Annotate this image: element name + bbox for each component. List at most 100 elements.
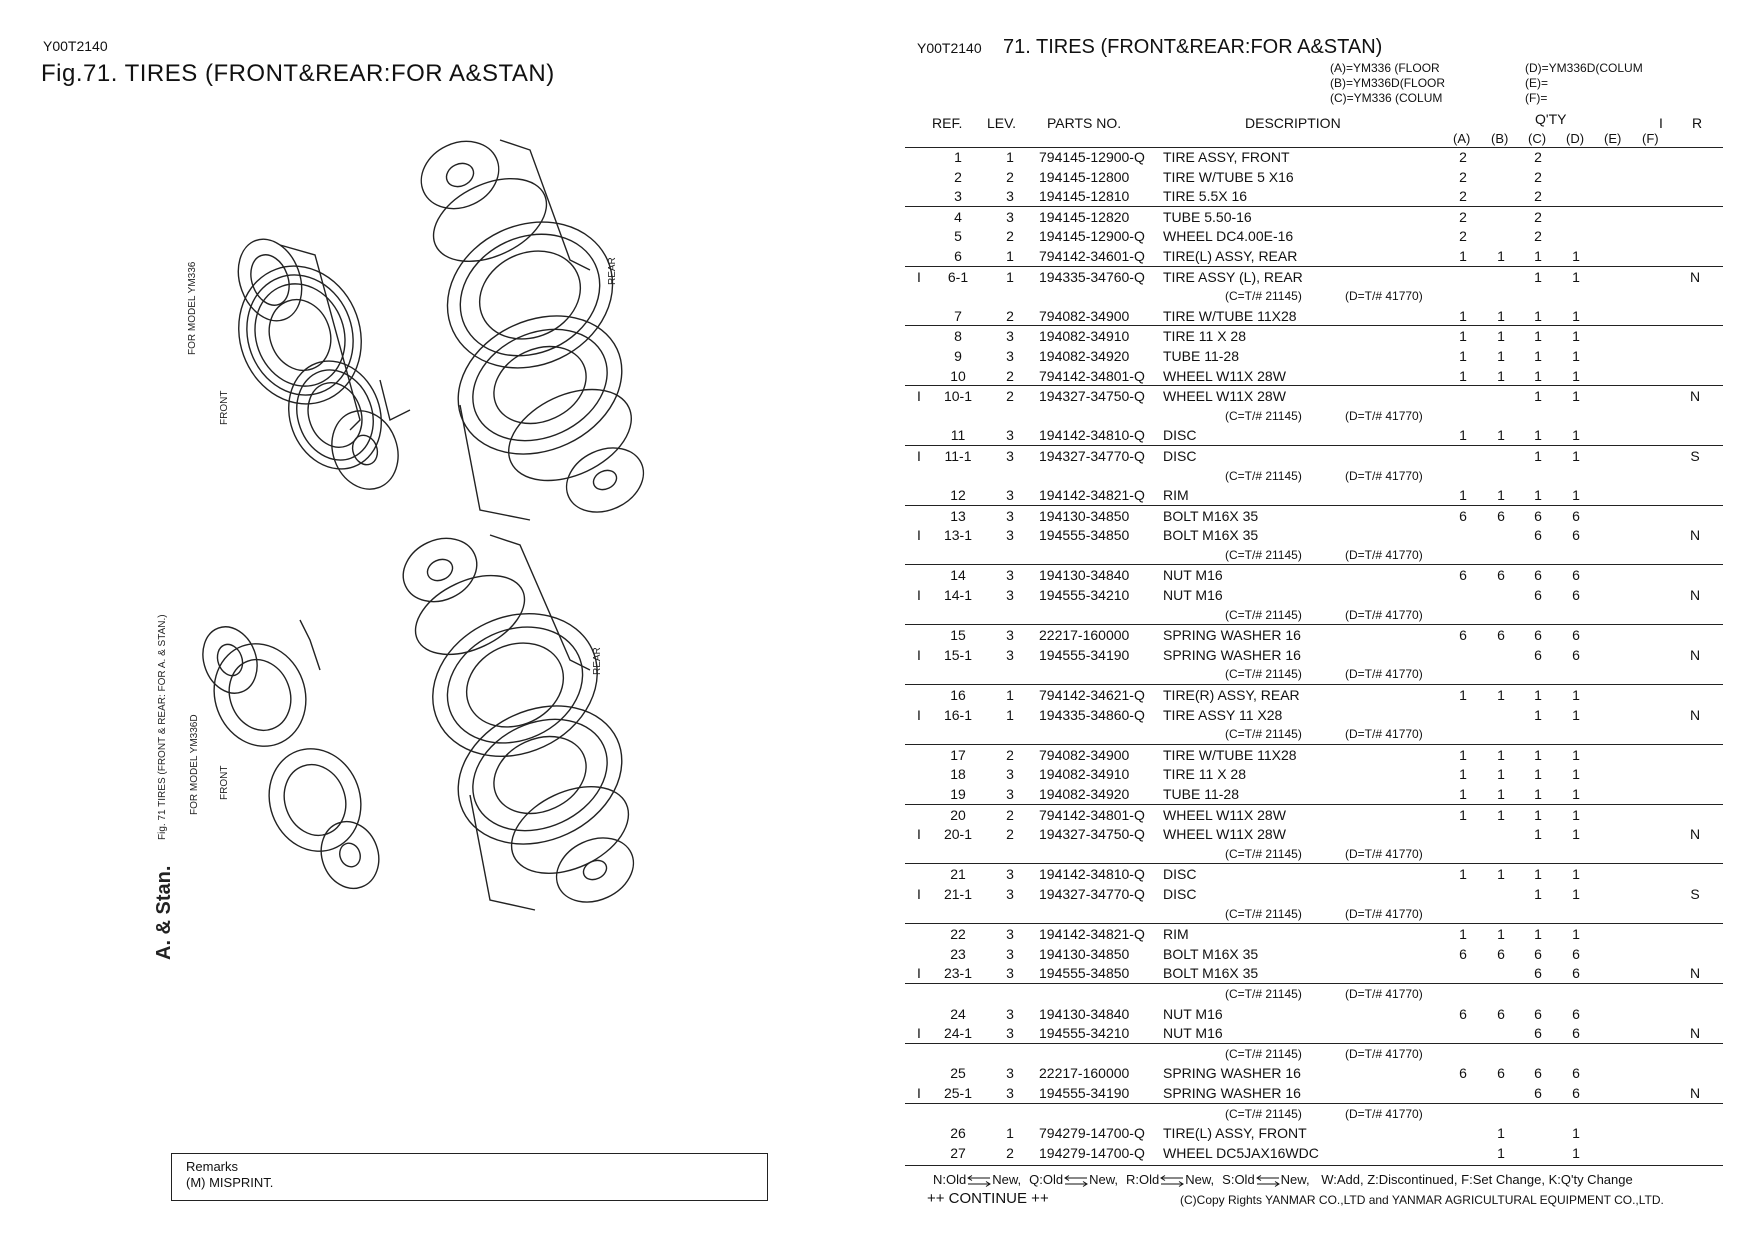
exploded-diagram: FOR MODEL YM336 FRONT REAR Fig. 71 TIRES…	[150, 120, 770, 1100]
qty-a: 6	[1459, 567, 1467, 584]
serial-c: (C=T/# 21145)	[1225, 846, 1302, 861]
ref-number: 23-1	[943, 965, 973, 982]
level: 3	[1006, 1084, 1014, 1101]
serial-c: (C=T/# 21145)	[1225, 468, 1302, 483]
interchange-flag: I	[917, 1084, 921, 1101]
col-header-b: (B)	[1491, 131, 1509, 146]
model-legend-left: (A)=YM336 (FLOOR (B)=YM336D(FLOOR (C)=YM…	[1330, 61, 1445, 106]
ref-number: 26	[950, 1125, 966, 1142]
ref-number: 18	[950, 766, 966, 783]
qty-b: 1	[1497, 367, 1505, 384]
level: 2	[1006, 1144, 1014, 1161]
serial-d: (D=T/# 41770)	[1345, 1046, 1423, 1061]
model-e: (E)=	[1525, 76, 1549, 90]
qty-b: 1	[1497, 328, 1505, 345]
qty-c: 1	[1534, 307, 1542, 324]
parts-list-title: 71. TIRES (FRONT&REAR:FOR A&STAN)	[1003, 36, 1383, 58]
description: NUT M16	[1163, 1005, 1223, 1022]
swap-arrows-icon	[967, 1174, 992, 1187]
qty-c: 1	[1534, 268, 1542, 285]
interchange-flag: I	[917, 1025, 921, 1042]
serial-d: (D=T/# 41770)	[1345, 846, 1423, 861]
qty-b: 6	[1497, 1005, 1505, 1022]
description: SPRING WASHER 16	[1163, 646, 1301, 663]
qty-d: 1	[1572, 367, 1580, 384]
qty-d: 1	[1572, 1144, 1580, 1161]
serial-c: (C=T/# 21145)	[1225, 289, 1302, 304]
col-header-ref: REF.	[932, 115, 963, 131]
level: 3	[1006, 1005, 1014, 1022]
ref-number: 6	[954, 247, 962, 264]
qty-a: 6	[1459, 945, 1467, 962]
qty-d: 1	[1572, 388, 1580, 405]
level: 1	[1006, 149, 1014, 165]
serial-c: (C=T/# 21145)	[1225, 727, 1302, 742]
interchange-flag: I	[917, 646, 921, 663]
part-number: 194082-34920	[1039, 786, 1130, 802]
description: BOLT M16X 35	[1163, 507, 1259, 524]
level: 3	[1006, 965, 1014, 982]
qty-d: 6	[1572, 587, 1580, 604]
ref-number: 10	[950, 367, 966, 384]
part-number: 194082-34920	[1039, 347, 1130, 364]
ref-number: 23	[950, 945, 966, 962]
qty-c: 1	[1534, 388, 1542, 405]
part-number: 194327-34770-Q	[1039, 885, 1145, 902]
qty-c: 2	[1534, 208, 1542, 225]
ref-number: 21	[950, 866, 966, 883]
description: RIM	[1163, 487, 1189, 504]
serial-c: (C=T/# 21145)	[1225, 408, 1302, 423]
qty-d: 1	[1572, 706, 1580, 723]
part-number: 194142-34821-Q	[1039, 487, 1145, 504]
left-page: Y00T2140 Fig.71. TIRES (FRONT&REAR:FOR A…	[41, 38, 770, 1201]
level: 3	[1006, 487, 1014, 504]
description: BOLT M16X 35	[1163, 527, 1259, 544]
qty-d: 1	[1572, 268, 1580, 285]
part-number: 194555-34850	[1039, 965, 1130, 982]
serial-note-row: (C=T/# 21145)(D=T/# 41770)	[905, 982, 1723, 1004]
part-number: 194327-34770-Q	[1039, 447, 1145, 464]
qty-d: 1	[1572, 806, 1580, 823]
description: WHEEL W11X 28W	[1163, 367, 1286, 384]
serial-note-row: (C=T/# 21145)(D=T/# 41770)	[905, 406, 1723, 426]
qty-d: 1	[1572, 687, 1580, 704]
serial-d: (D=T/# 41770)	[1345, 468, 1423, 483]
ref-number: 6-1	[947, 268, 969, 285]
col-header-f: (F)	[1642, 131, 1659, 146]
part-number: 794142-34801-Q	[1039, 806, 1145, 823]
description: WHEEL W11X 28W	[1163, 388, 1286, 405]
qty-b: 1	[1497, 786, 1505, 802]
model-b: (B)=YM336D(FLOOR	[1330, 76, 1446, 90]
swap-arrows-icon	[1160, 1174, 1185, 1187]
qty-d: 6	[1572, 627, 1580, 644]
qty-b: 6	[1497, 945, 1505, 962]
qty-c: 1	[1534, 786, 1542, 802]
remark-code: N	[1689, 965, 1701, 982]
qty-b: 6	[1497, 627, 1505, 644]
qty-a: 6	[1459, 1065, 1467, 1082]
qty-d: 1	[1572, 487, 1580, 504]
qty-d: 6	[1572, 1025, 1580, 1042]
serial-d: (D=T/# 41770)	[1345, 607, 1423, 622]
description: TIRE 11 X 28	[1163, 328, 1247, 345]
level: 1	[1006, 268, 1014, 285]
qty-d: 6	[1572, 507, 1580, 524]
serial-note-row: (C=T/# 21145)(D=T/# 41770)	[905, 1042, 1723, 1064]
qty-c: 1	[1534, 746, 1542, 763]
ref-number: 20	[950, 806, 966, 823]
part-number: 194335-34860-Q	[1039, 706, 1145, 723]
qty-a: 1	[1459, 307, 1467, 324]
ref-number: 7	[954, 307, 962, 324]
header-rule	[905, 147, 1723, 148]
interchange-flag: I	[917, 527, 921, 544]
ref-number: 17	[950, 746, 966, 763]
